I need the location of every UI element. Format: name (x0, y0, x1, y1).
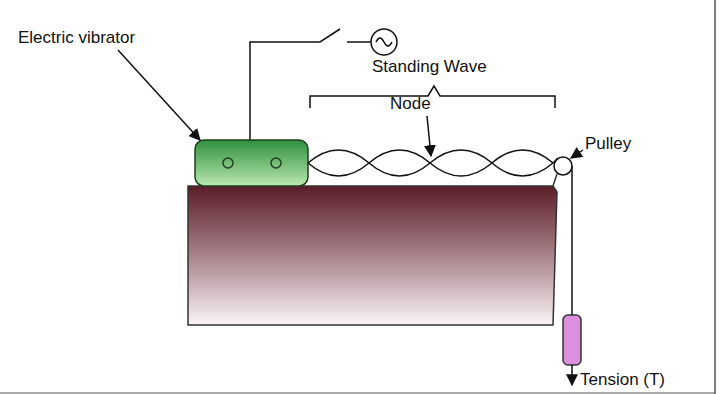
standing-wave (308, 163, 553, 176)
leader-arrow (118, 50, 200, 140)
leader-arrow (427, 116, 431, 156)
wire (250, 29, 340, 140)
part-label: Standing Wave (372, 57, 487, 77)
string (571, 166, 573, 315)
part-label: Node (390, 94, 431, 114)
terminal (223, 158, 233, 168)
terminal (271, 158, 281, 168)
part-label: Pulley (585, 134, 631, 154)
electric-vibrator (195, 140, 308, 186)
frame-edge (0, 393, 715, 394)
ac-source-symbol (371, 29, 397, 55)
pulley (554, 157, 572, 175)
part-label: Electric vibrator (18, 28, 135, 48)
ac-source-symbol (376, 38, 392, 46)
frame-edge (714, 0, 716, 394)
leader-arrow (571, 150, 583, 158)
pulley-mount (553, 174, 557, 186)
bracket (310, 86, 555, 108)
force-label: Tension (T) (580, 370, 665, 390)
wire (347, 41, 371, 43)
tension-arrow (571, 365, 573, 385)
hanging-weight (563, 315, 581, 365)
table (188, 186, 557, 325)
